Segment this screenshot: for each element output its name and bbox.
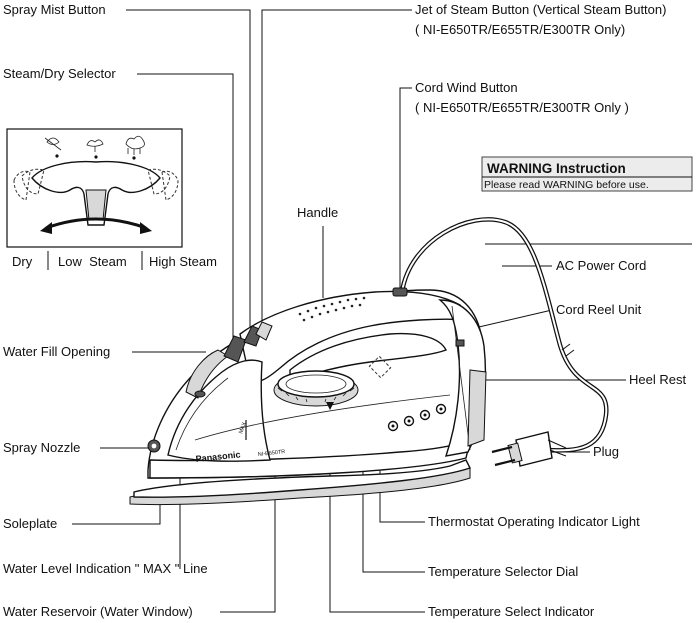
label-soleplate: Soleplate (3, 516, 57, 531)
leader-cord-wind (399, 87, 412, 290)
leader-steam-dry (137, 73, 234, 345)
cord-reel-marker (455, 339, 465, 347)
low-steam-icon (86, 139, 104, 159)
label-cord-wind-models: ( NI-E650TR/E655TR/E300TR Only ) (415, 100, 629, 115)
selector-caption-low-steam: Low Steam (58, 254, 127, 269)
label-handle: Handle (297, 205, 338, 220)
selector-caption-dry: Dry (12, 254, 33, 269)
temperature-dial-shape (273, 370, 359, 407)
selector-caption-high-steam: High Steam (149, 254, 217, 269)
label-water-level-max: Water Level Indication " MAX " Line (3, 561, 208, 576)
dry-icon (44, 137, 62, 158)
iron-max-mark: MAX (238, 421, 248, 435)
leader-jet-steam (261, 9, 412, 328)
plug-illustration (491, 431, 567, 467)
iron-illustration (129, 217, 609, 506)
leader-soleplate (72, 505, 161, 525)
label-spray-mist-button: Spray Mist Button (3, 2, 106, 17)
label-temperature-selector-dial: Temperature Selector Dial (428, 564, 578, 579)
iron-brand-mark: Panasonic (195, 449, 241, 464)
iron-model-mark: NI-E650TR (258, 449, 286, 458)
label-water-reservoir: Water Reservoir (Water Window) (3, 604, 193, 619)
label-ac-power-cord: AC Power Cord (556, 258, 646, 273)
leader-spray-mist (126, 9, 251, 335)
warning-title: WARNING Instruction (487, 161, 626, 176)
warning-label (481, 156, 693, 192)
spray-nozzle-shape (147, 439, 161, 453)
temp-select-pointer (326, 402, 334, 410)
label-cord-wind-button: Cord Wind Button (415, 80, 518, 95)
cord-wind-button-shape (392, 287, 408, 297)
label-temperature-select-indicator: Temperature Select Indicator (428, 604, 595, 619)
selector-inset (6, 128, 183, 248)
selector-lever-shade (85, 189, 107, 221)
label-steam-dry-selector: Steam/Dry Selector (3, 66, 116, 81)
label-spray-nozzle: Spray Nozzle (3, 440, 80, 455)
label-jet-of-steam-models: ( NI-E650TR/E655TR/E300TR Only) (415, 22, 625, 37)
iron-handle (239, 290, 472, 383)
selector-arrow (45, 217, 147, 230)
warning-box (481, 156, 693, 192)
label-thermostat-indicator: Thermostat Operating Indicator Light (428, 514, 640, 529)
handle-opening (289, 332, 447, 384)
high-steam-icon (125, 135, 145, 160)
warning-subtitle: Please read WARNING before use. (484, 179, 649, 191)
leader-cord-reel (465, 309, 553, 331)
heel-rest (467, 369, 487, 447)
label-plug: Plug (593, 444, 619, 459)
label-water-fill-opening: Water Fill Opening (3, 344, 110, 359)
label-jet-of-steam-button: Jet of Steam Button (Vertical Steam Butt… (415, 2, 666, 17)
jet-steam-button-shape (255, 321, 273, 341)
temp-symbols (387, 403, 447, 432)
label-heel-rest: Heel Rest (629, 372, 686, 387)
handle-grip-texture (298, 296, 366, 322)
label-cord-reel-unit: Cord Reel Unit (556, 302, 642, 317)
thermostat-light-shape (368, 355, 392, 379)
